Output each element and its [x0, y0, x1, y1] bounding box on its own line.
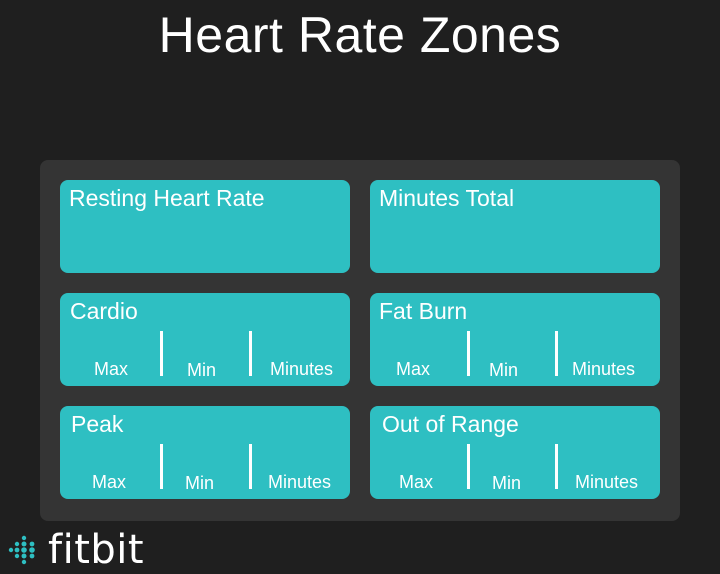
- out-of-range-card[interactable]: Out of Range Max Min Minutes: [370, 406, 660, 499]
- page-title: Heart Rate Zones: [158, 7, 562, 63]
- max-label: Max: [94, 359, 129, 379]
- card-title: Minutes Total: [379, 185, 515, 211]
- min-label: Min: [492, 473, 522, 493]
- divider: [555, 444, 558, 489]
- max-label: Max: [399, 472, 434, 492]
- fitbit-dots-icon: [8, 535, 35, 565]
- divider: [249, 444, 252, 489]
- min-label: Min: [489, 360, 519, 380]
- divider: [249, 331, 252, 376]
- divider: [555, 331, 558, 376]
- fitbit-wordmark: fitbit: [48, 527, 145, 573]
- max-label: Max: [92, 472, 127, 492]
- cardio-card[interactable]: Cardio Max Min Minutes: [60, 293, 350, 386]
- min-label: Min: [187, 360, 217, 380]
- card-title: Out of Range: [382, 411, 519, 437]
- fat-burn-card[interactable]: Fat Burn Max Min Minutes: [370, 293, 660, 386]
- divider: [467, 331, 470, 376]
- minutes-label: Minutes: [270, 359, 334, 379]
- card-title: Cardio: [70, 298, 138, 324]
- card-title: Resting Heart Rate: [69, 185, 265, 211]
- resting-heart-rate-card[interactable]: Resting Heart Rate: [60, 180, 350, 273]
- card-title: Fat Burn: [379, 298, 468, 324]
- card-title: Peak: [71, 411, 124, 437]
- max-label: Max: [396, 359, 431, 379]
- fitbit-logo: fitbit: [8, 528, 144, 572]
- peak-card[interactable]: Peak Max Min Minutes: [60, 406, 350, 499]
- minutes-label: Minutes: [575, 472, 639, 492]
- divider: [467, 444, 470, 489]
- minutes-total-card[interactable]: Minutes Total: [370, 180, 660, 273]
- min-label: Min: [185, 473, 215, 493]
- divider: [160, 331, 163, 376]
- divider: [160, 444, 163, 489]
- minutes-label: Minutes: [268, 472, 332, 492]
- minutes-label: Minutes: [572, 359, 636, 379]
